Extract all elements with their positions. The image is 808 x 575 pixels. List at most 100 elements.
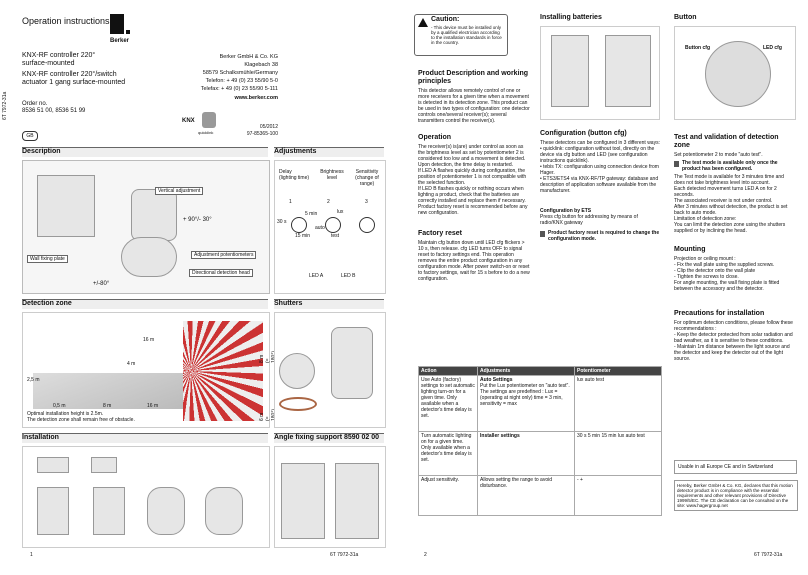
label-directional-head: Directional detection head xyxy=(189,269,253,277)
button-figure: Button cfg LED cfg xyxy=(674,26,796,120)
company-line: Berker GmbH & Co. KG xyxy=(219,54,278,60)
brand-name: Berker xyxy=(110,38,130,44)
table-row: Turn automatic lighting on for a given t… xyxy=(418,431,662,476)
detection-head-illustration xyxy=(121,237,177,277)
batteries-figure xyxy=(540,26,660,120)
declaration-text: Hereby, Berker GmbH & Co. KG, declares t… xyxy=(674,480,798,511)
caution-title: Caution: xyxy=(431,16,460,23)
label-led-a: LED A xyxy=(309,273,324,279)
knx-logo: KNX xyxy=(182,118,195,124)
table-header: Action Adjustments Potentiometer xyxy=(418,366,662,376)
product-line: actuator 1 gang surface-mounted xyxy=(22,79,126,86)
page-number: 1 xyxy=(30,552,33,558)
section-operation: Operation xyxy=(418,134,452,141)
detector-front-illustration xyxy=(705,41,771,107)
detection-caption: The detection zone shall remain free of … xyxy=(27,417,135,423)
side-code: 6T 7972-31a xyxy=(2,91,8,120)
product-description-text: This detector allows remotely control of… xyxy=(418,88,532,124)
cell-potentiometer: 30 s 5 min 15 min lux auto test xyxy=(574,431,662,476)
mark-lux: lux xyxy=(337,209,344,215)
factory-note-text: Product factory reset is required to cha… xyxy=(548,230,661,242)
cell-adjust-title: Auto Settings xyxy=(480,377,513,383)
cell-adjust-title: Installer settings xyxy=(480,433,520,439)
wall-plate-illustration xyxy=(37,175,95,237)
angle-support-illustration xyxy=(281,463,325,539)
cell-potentiometer: lux auto test xyxy=(574,375,662,432)
operation-text: The receiver(s) is(are) under control as… xyxy=(418,144,528,216)
config-ets-title: Configuration by ETS xyxy=(540,208,592,214)
description-figure: Vertical adjustment + 90°/- 30° Adjustme… xyxy=(22,160,270,294)
angle-fixing-figure xyxy=(274,446,386,548)
precautions-text: For optimum detection conditions, please… xyxy=(674,320,793,362)
section-bar xyxy=(274,147,384,157)
mounting-text: Projection or ceiling mount : - Fix the … xyxy=(674,256,780,292)
test-text: Set potentiometer 2 to mode "auto test". xyxy=(674,152,763,158)
shutter-dome-illustration xyxy=(279,353,315,389)
ce-icon: CE xyxy=(724,464,733,470)
footer-code: 6T 7972-31a xyxy=(330,552,359,558)
mounting-step-illustration xyxy=(37,487,69,535)
label-angle: + 90°/- 30° xyxy=(183,217,212,223)
order-label: Order no. xyxy=(22,101,48,107)
label-sensitivity: Sensitivity (change of range) xyxy=(355,169,381,187)
mark-auto: auto xyxy=(315,225,325,231)
sensitivity-potentiometer-icon xyxy=(359,217,375,233)
order-numbers: 8536 51 00, 8536 51 99 xyxy=(22,108,86,114)
section-configuration: Configuration (button cfg) xyxy=(540,130,627,137)
label-led-cfg: LED cfg xyxy=(763,45,782,51)
section-precautions: Precautions for installation xyxy=(674,310,765,317)
angle-support-illustration xyxy=(335,463,379,539)
cell-adjustments: Allows setting the range to avoid distur… xyxy=(477,475,575,516)
label-8m: 8 m xyxy=(103,403,112,409)
mounting-step-illustration xyxy=(205,487,243,535)
section-detection-zone: Detection zone xyxy=(22,300,72,307)
label-vertical-adjustment: Vertical adjustment xyxy=(155,187,204,195)
brightness-potentiometer-icon xyxy=(325,217,341,233)
mark-test: test xyxy=(331,233,340,239)
label-wall-fixing-plate: Wall fixing plate xyxy=(27,255,68,263)
cell-adjust-text: Put the Lux potentiometer on "auto test"… xyxy=(480,383,570,407)
section-bar xyxy=(22,147,268,157)
cell-action: Adjust sensitivity. xyxy=(418,475,478,516)
label-brightness: Brightness level xyxy=(320,169,346,181)
adjustments-table: Action Adjustments Potentiometer Use Aut… xyxy=(418,366,662,516)
page-1: Operation instructions Berker KNX-RF con… xyxy=(2,14,386,558)
section-button: Button xyxy=(674,14,697,21)
section-product-description: Product Description and working principl… xyxy=(418,70,529,85)
company-line: Telefax: + 49 (0) 23 55/90 5-111 xyxy=(200,86,278,92)
side-detection-beams xyxy=(33,373,183,409)
section-bar xyxy=(274,433,384,443)
top-detection-fan xyxy=(183,321,263,421)
mark-1: 1 xyxy=(289,199,292,205)
lang-badge: GB xyxy=(22,131,38,141)
delay-potentiometer-icon xyxy=(291,217,307,233)
caution-box: Caution: - This device must be installed… xyxy=(414,14,508,56)
detector-shutter-illustration xyxy=(331,327,373,399)
page-2: Caution: - This device must be installed… xyxy=(404,0,808,575)
usage-box: Usable in all Europe CE and in Switzerla… xyxy=(674,460,797,474)
test-note-text: The test mode is available only once the… xyxy=(682,160,779,172)
section-factory-reset: Factory reset xyxy=(418,230,462,237)
cell-action: Use Auto (factory) settings to set autom… xyxy=(418,375,478,432)
shutters-figure xyxy=(274,312,386,428)
section-test-validation: Test and validation of detection zone xyxy=(674,134,779,149)
ch-label: and in Switzerland xyxy=(732,464,774,470)
house-icon xyxy=(37,457,69,473)
header-adjustments: Adjustments xyxy=(477,366,575,376)
label-button-cfg: Button cfg xyxy=(685,45,710,51)
doc-code: 97-85365-100 xyxy=(246,131,278,137)
adjustments-figure: Delay (lighting time) Brightness level S… xyxy=(274,160,386,294)
product-line: KNX-RF controller 220°/switch xyxy=(22,71,117,78)
section-description: Description xyxy=(22,148,61,155)
configuration-text: These detectors can be configured in 3 d… xyxy=(540,140,660,194)
eu-label: Usable in all Europe xyxy=(678,464,723,470)
product-line: KNX-RF controller 220° xyxy=(22,52,96,59)
section-bar xyxy=(274,299,384,309)
company-line: Telefon: + 49 (0) 23 55/90 5-0 xyxy=(205,78,278,84)
section-installing-batteries: Installing batteries xyxy=(540,14,602,21)
note-icon xyxy=(540,231,545,237)
installation-figure xyxy=(22,446,270,548)
note-icon xyxy=(674,161,679,167)
test-text-2: The Test mode is available for 3 minutes… xyxy=(674,174,788,234)
